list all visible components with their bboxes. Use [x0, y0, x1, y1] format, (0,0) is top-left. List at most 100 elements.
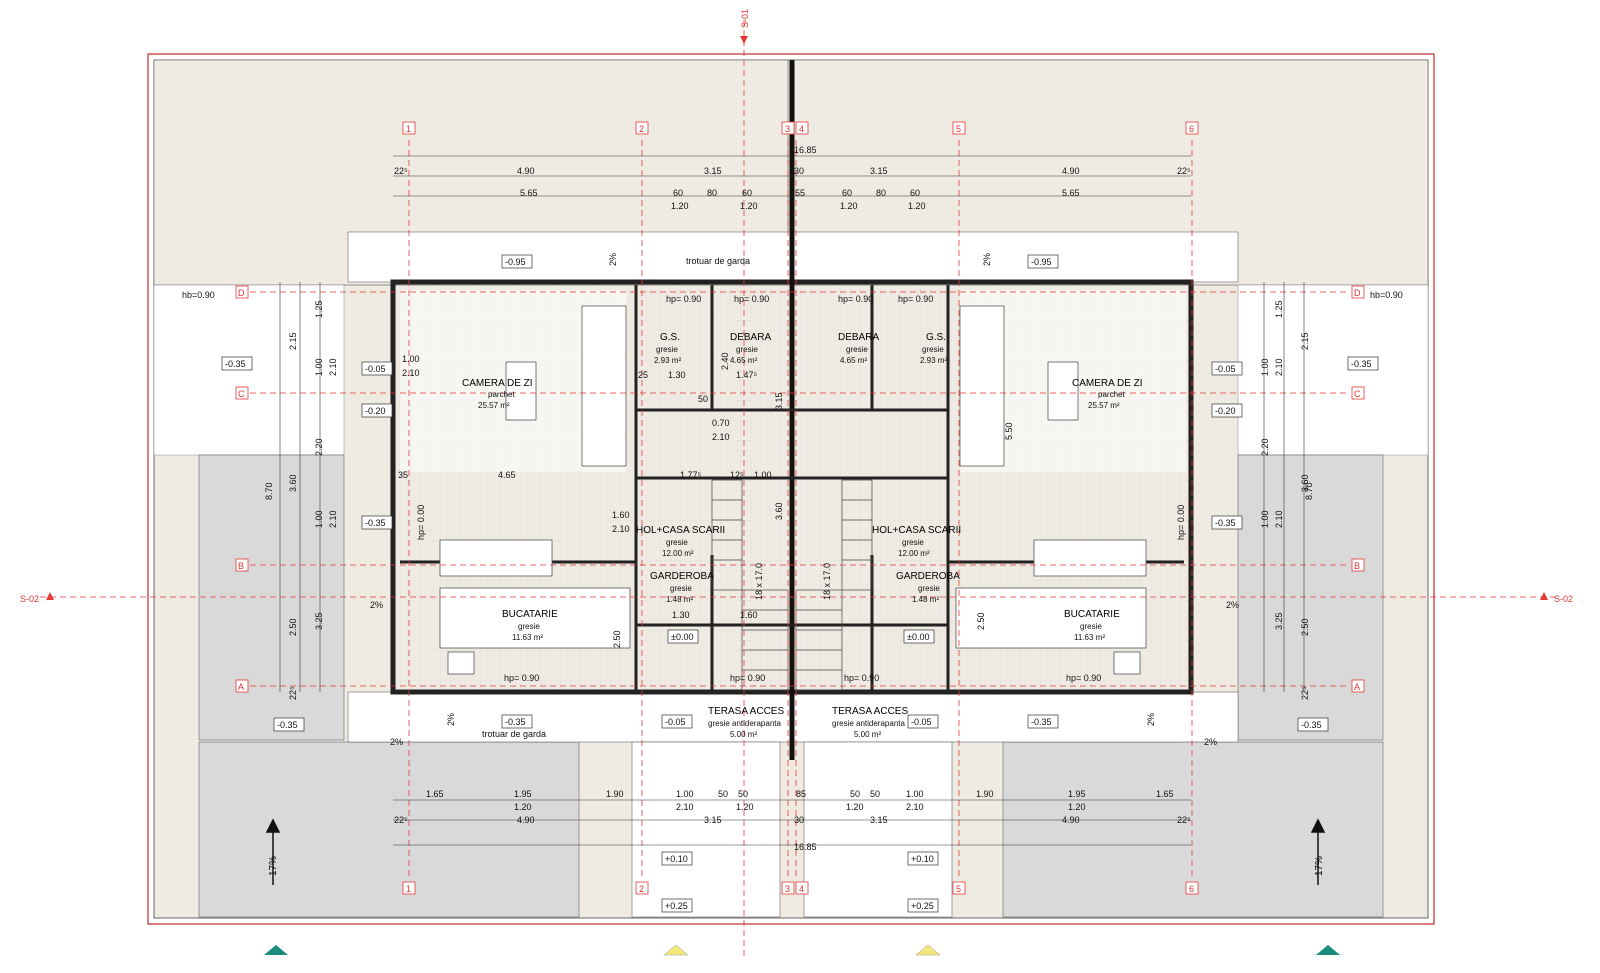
grid-tag-4-bottom: 4 [799, 884, 804, 894]
room-right-wardrobe-finish: gresie [918, 584, 940, 593]
dim-room-8: 1.30 [668, 370, 686, 380]
section-marker-top-arrow [740, 36, 748, 44]
dim-bottom-3-0: 22⁵ [394, 815, 408, 825]
grid-tags-bottom [402, 881, 1199, 895]
dim-room-12: 12⁵ [730, 470, 744, 480]
level-parking-left: -0.35 [277, 720, 298, 730]
dim-bottom-2-0: 1.20 [514, 802, 532, 812]
dim-bottom-1-0: 1.65 [426, 789, 444, 799]
room-right-wc-area: 2.93 m² [920, 356, 947, 365]
grid-tag-3-top: 3 [785, 124, 790, 134]
dim-room-5: 2.50 [612, 630, 622, 648]
room-left-hall-finish: gresie [666, 538, 688, 547]
dim-top-2-0: 5.65 [520, 188, 538, 198]
dim-bottom-1-9: 1.00 [906, 789, 924, 799]
dim-room-15: 50 [698, 394, 708, 404]
dim-vi-right-4: 2.10 [1274, 510, 1284, 528]
dim-bottom-3-4: 3.15 [870, 815, 888, 825]
grid-tags-top [402, 121, 1199, 135]
dim-vi-right-3: 1.00 [1260, 510, 1270, 528]
sidewalk-top-label: trotuar de garda [686, 256, 750, 266]
parking-left-bottom [198, 741, 580, 918]
dim-room-19: 1.60 [740, 610, 758, 620]
dim-v-right-3: 2.50 [1300, 618, 1310, 636]
parking-right-top [1237, 454, 1384, 741]
dim-room-9: 1.47⁵ [736, 370, 758, 380]
slope-label-7: 2% [446, 713, 456, 726]
ramp-label-left: 17% [268, 856, 279, 876]
level-side-right-1: -0.35 [1351, 359, 1372, 369]
dim-top-1-2: 3.15 [704, 166, 722, 176]
level-side-left-3: -0.20 [365, 406, 386, 416]
room-left-living-area: 25.57 m² [478, 401, 510, 410]
dim-room-11: 1.00 [754, 470, 772, 480]
room-right-terrace-name: TERASA ACCES [832, 706, 908, 717]
dim-top-2-5: 60 [842, 188, 852, 198]
section-marker-right-arrow [1540, 592, 1548, 600]
dim-bottom-1-5: 50 [738, 789, 748, 799]
section-marker-left-arrow [46, 592, 54, 600]
level-side-right-2: -0.05 [1215, 364, 1236, 374]
dim-vi-right-1: 2.10 [1274, 358, 1284, 376]
dim-room-20: 1.30 [672, 610, 690, 620]
room-left-kitchen-area: 11.63 m² [512, 633, 543, 642]
level-terrace-left: -0.05 [665, 717, 686, 727]
dim-top-2b-3: 1.20 [908, 201, 926, 211]
hp-window-4: hp= 0.90 [898, 294, 933, 304]
dim-vi-left-2: 2.20 [314, 438, 324, 456]
level-zero-left: ±0.00 [671, 632, 693, 642]
room-right-terrace-area: 5.00 m² [854, 730, 881, 739]
level-step1-left: +0.10 [665, 854, 688, 864]
dim-vertical-outer-left: 8.70 [264, 482, 274, 500]
grid-tag-1-bottom: 1 [406, 884, 411, 894]
dim-v-left-5: 22⁵ [288, 686, 298, 700]
dim-top-1-6: 22⁵ [1177, 166, 1191, 176]
dim-total-top: 16.85 [794, 145, 817, 155]
level-bottom-left: -0.35 [505, 717, 526, 727]
dim-v-right-2: 3.60 [1300, 474, 1310, 492]
room-right-living-area: 25.57 m² [1088, 401, 1120, 410]
level-side-left-2: -0.05 [365, 364, 386, 374]
dim-vi-left-0: 1.00 [314, 358, 324, 376]
room-left-wc-name: G.S. [660, 332, 680, 343]
level-terrace-right: -0.05 [911, 717, 932, 727]
level-top-right: -0.95 [1031, 257, 1052, 267]
north-marker-right [1316, 945, 1340, 955]
grid-tag-6-top: 6 [1189, 124, 1194, 134]
grid-tag-2-top: 2 [639, 124, 644, 134]
dim-vertical-outer-right: 8.70 [1304, 482, 1314, 500]
grid-tag-1-top: 1 [406, 124, 411, 134]
hp-window-1: hp= 0.90 [666, 294, 701, 304]
dim-room-13: 0.70 [712, 418, 730, 428]
dim-v-left-3: 2.50 [288, 618, 298, 636]
dim-bottom-2-4: 2.10 [906, 802, 924, 812]
slope-label-5: 2% [390, 737, 403, 747]
section-mark-top: S-01 [740, 9, 750, 28]
dim-top-2-8: 5.65 [1062, 188, 1080, 198]
slope-label-2: 2% [982, 253, 992, 266]
grid-tag-B-left: B [238, 561, 244, 571]
dim-total-bottom: 16.85 [794, 842, 817, 852]
dim-top-2b-0: 1.20 [671, 201, 689, 211]
dim-room-0: 1.00 [402, 354, 420, 364]
dim-room-17: 3.15 [774, 392, 784, 410]
dim-v-left-4: 3.25 [314, 612, 324, 630]
room-right-storage-area: 4.65 m² [840, 356, 867, 365]
dim-bottom-1-2: 1.90 [606, 789, 624, 799]
furniture [439, 305, 1147, 675]
hb-label-left: hb=0.90 [182, 290, 215, 300]
dim-bottom-1-11: 1.95 [1068, 789, 1086, 799]
dim-v-left-2: 3.60 [288, 474, 298, 492]
room-right-wardrobe-name: GARDEROBA [896, 571, 960, 582]
grid-tag-5-bottom: 5 [956, 884, 961, 894]
room-left-terrace-area: 5.00 m² [730, 730, 757, 739]
dim-bottom-1-7: 50 [850, 789, 860, 799]
dim-bottom-2-5: 1.20 [1068, 802, 1086, 812]
stairs-right-label: 18 x 17.0 [822, 563, 832, 600]
slope-label-4: 2% [1226, 600, 1239, 610]
hp-window-2: hp= 0.90 [734, 294, 769, 304]
grid-tag-6-bottom: 6 [1189, 884, 1194, 894]
dim-bottom-1-4: 50 [718, 789, 728, 799]
grid-tag-A-right: A [1354, 682, 1360, 692]
dim-bottom-3-3: 30 [794, 815, 804, 825]
